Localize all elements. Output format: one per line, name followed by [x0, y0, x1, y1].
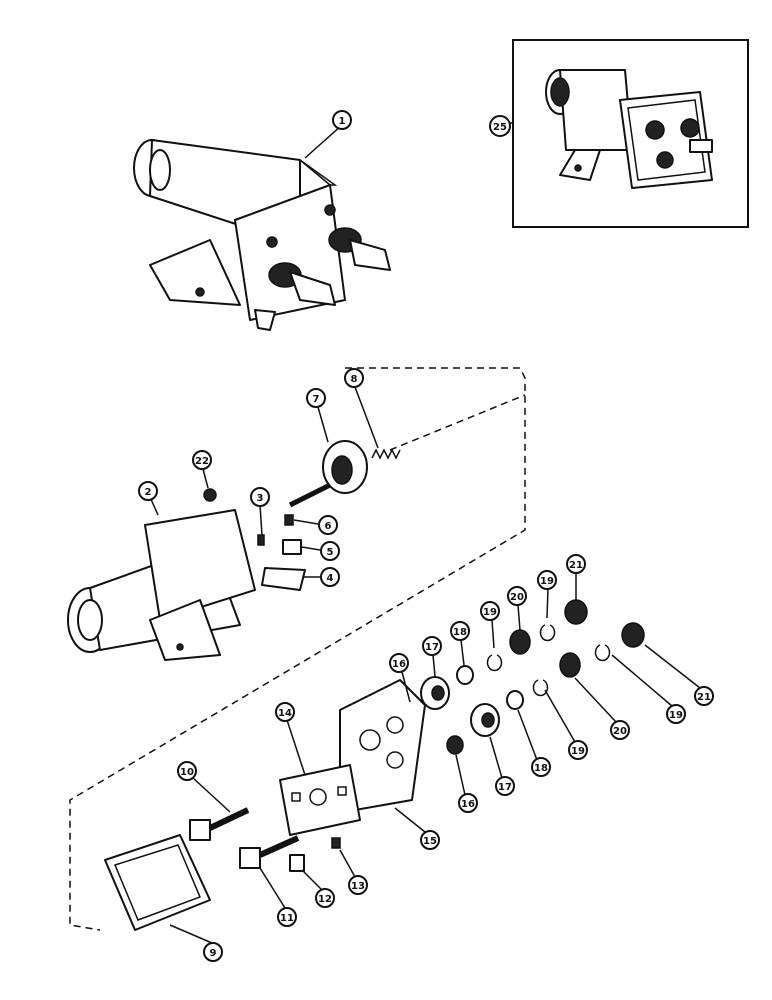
callout-10-label: 10 [180, 767, 194, 778]
callout-19d-label: 19 [669, 710, 683, 721]
screw-13 [331, 837, 341, 849]
callout-19a: 19 [480, 601, 500, 649]
callout-19a-label: 19 [483, 607, 497, 618]
callout-20b-label: 20 [613, 726, 627, 737]
callout-4-label: 4 [327, 573, 334, 584]
callout-1-label: 1 [339, 116, 346, 127]
callout-2: 2 [138, 481, 159, 516]
callout-15-label: 15 [423, 836, 437, 847]
callout-20a-label: 20 [510, 592, 524, 603]
nut-22 [203, 488, 217, 502]
callout-11: 11 [259, 867, 297, 927]
callout-11-label: 11 [280, 913, 294, 924]
callout-21b: 21 [644, 644, 714, 706]
callout-17a: 17 [422, 636, 442, 677]
callout-19b-label: 19 [540, 576, 554, 587]
callout-25: 25 [489, 115, 511, 137]
callout-15: 15 [394, 807, 440, 850]
callout-25-label: 25 [493, 122, 507, 133]
screw-6 [284, 514, 294, 526]
plate-14 [279, 764, 361, 836]
callout-20b: 20 [574, 677, 630, 740]
callout-5-label: 5 [327, 547, 334, 558]
callout-8-label: 8 [351, 374, 358, 385]
callout-14: 14 [275, 702, 306, 776]
spring [371, 448, 401, 460]
callout-4: 4 [303, 567, 340, 587]
callout-12-label: 12 [318, 894, 332, 905]
callout-7: 7 [306, 388, 329, 443]
stud-11 [239, 835, 300, 869]
callout-6-label: 6 [325, 521, 332, 532]
callout-10: 10 [177, 761, 231, 813]
callout-21a: 21 [566, 554, 586, 600]
callout-14-label: 14 [278, 708, 292, 719]
callout-17b-label: 17 [498, 782, 512, 793]
callout-16a-label: 16 [392, 659, 406, 670]
callout-12: 12 [301, 869, 335, 908]
callout-20a: 20 [507, 586, 527, 631]
inset-solenoid-variant [510, 39, 749, 228]
callout-9-label: 9 [210, 948, 217, 959]
terminal-hardware [403, 599, 645, 755]
callout-16b: 16 [455, 754, 478, 813]
plunger-disc [288, 440, 368, 508]
clip-5 [282, 539, 302, 555]
callout-6: 6 [293, 515, 338, 535]
callout-19c: 19 [544, 689, 588, 760]
callout-22-label: 22 [195, 456, 209, 467]
callouts: 1 2 3 4 5 6 7 8 9 10 11 12 13 14 15 16 1… [138, 110, 714, 962]
callout-16b-label: 16 [461, 799, 475, 810]
explode-boundary [69, 367, 526, 931]
callout-21a-label: 21 [569, 560, 583, 571]
callout-9: 9 [169, 924, 223, 962]
clip-12 [289, 854, 305, 872]
callout-16a: 16 [389, 653, 411, 703]
solenoid-assembly [133, 139, 391, 331]
callout-18b-label: 18 [534, 763, 548, 774]
callout-7-label: 7 [313, 394, 320, 405]
callout-17a-label: 17 [425, 642, 439, 653]
callout-18a: 18 [450, 621, 470, 666]
callout-22: 22 [192, 450, 212, 489]
callout-13-label: 13 [351, 881, 365, 892]
callout-8: 8 [344, 368, 379, 449]
callout-17b: 17 [489, 736, 515, 796]
screw-3 [257, 534, 265, 546]
callout-3: 3 [250, 487, 270, 536]
callout-21b-label: 21 [697, 692, 711, 703]
explode-line-top [389, 394, 526, 451]
callout-5: 5 [301, 541, 340, 561]
callout-19d: 19 [611, 654, 686, 724]
stud-10 [189, 807, 250, 841]
solenoid-body [67, 509, 256, 661]
callout-3-label: 3 [257, 493, 264, 504]
callout-1: 1 [304, 110, 352, 159]
bracket-4 [261, 567, 306, 591]
callout-2-label: 2 [145, 487, 152, 498]
callout-13: 13 [339, 849, 368, 895]
callout-19c-label: 19 [571, 746, 585, 757]
callout-18a-label: 18 [453, 627, 467, 638]
callout-19b: 19 [537, 570, 557, 619]
callout-18b: 18 [517, 709, 551, 777]
